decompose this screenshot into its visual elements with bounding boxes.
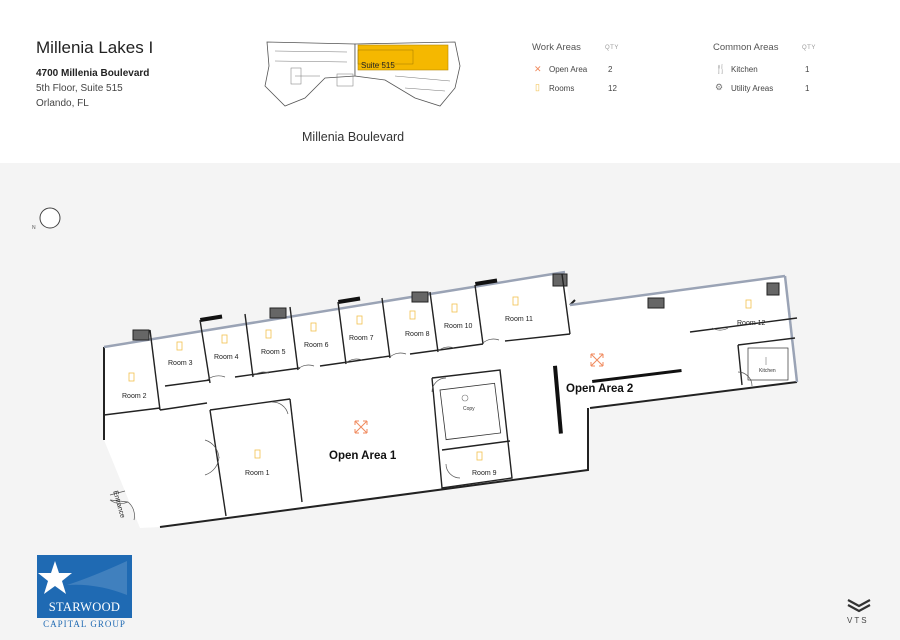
room-6-label: Room 6 — [304, 342, 329, 349]
star-icon — [38, 561, 127, 595]
legend-rooms-label: Rooms — [549, 84, 575, 93]
building-name: Millenia Lakes I — [36, 38, 154, 57]
room-11-label: Room 11 — [505, 316, 533, 323]
suite-label: Suite 515 — [361, 61, 395, 70]
room-2-label: Room 2 — [122, 393, 147, 400]
street-label: Millenia Boulevard — [302, 130, 405, 144]
work-areas-heading: Work Areas — [532, 42, 581, 53]
legend-kitchen-qty: 1 — [805, 65, 810, 74]
room-7-label: Room 7 — [349, 335, 374, 342]
address-line-3: Orlando, FL — [36, 98, 89, 109]
room-5-label: Room 5 — [261, 349, 286, 356]
platform-name: VTS — [847, 616, 869, 625]
landlord-subtitle: CAPITAL GROUP — [43, 619, 126, 629]
vts-logo-icon — [847, 599, 871, 613]
common-areas-heading: Common Areas — [713, 42, 779, 53]
room-1-label: Room 1 — [245, 470, 270, 477]
room-9-label: Room 9 — [472, 470, 497, 477]
gear-icon: ⚙ — [715, 82, 724, 92]
work-areas-qty-label: QTY — [605, 45, 619, 51]
starwood-logo — [37, 555, 132, 618]
common-areas-qty-label: QTY — [802, 45, 816, 51]
copy-label: Copy — [463, 406, 475, 412]
room-12-label: Room 12 — [737, 320, 766, 327]
legend-utility-label: Utility Areas — [731, 84, 774, 93]
legend-open-area-qty: 2 — [608, 65, 613, 74]
room-10-label: Room 10 — [444, 323, 473, 330]
open-area-arrows-icon: ✕ — [534, 64, 542, 74]
room-8-label: Room 8 — [405, 331, 430, 338]
room-3-label: Room 3 — [168, 360, 193, 367]
legend-utility-qty: 1 — [805, 84, 810, 93]
room-door-icon: ▯ — [535, 82, 540, 92]
landlord-name: STARWOOD — [48, 600, 121, 614]
address-line-1: 4700 Millenia Boulevard — [36, 68, 150, 79]
suite-highlight — [357, 44, 449, 71]
legend-rooms-qty: 12 — [608, 84, 617, 93]
open-area-2-label: Open Area 2 — [566, 383, 634, 395]
compass-north-label: N — [32, 225, 36, 231]
building-key-map: Suite 515 — [264, 41, 461, 107]
room-4-label: Room 4 — [214, 354, 239, 361]
open-area-1-label: Open Area 1 — [329, 450, 397, 462]
fork-knife-icon: 🍴 — [715, 64, 727, 74]
legend-kitchen-label: Kitchen — [731, 65, 758, 74]
kitchen-label: Kitchen — [759, 368, 776, 374]
legend-open-area-label: Open Area — [549, 65, 588, 74]
compass-icon — [39, 207, 61, 229]
address-line-2: 5th Floor, Suite 515 — [36, 83, 123, 94]
